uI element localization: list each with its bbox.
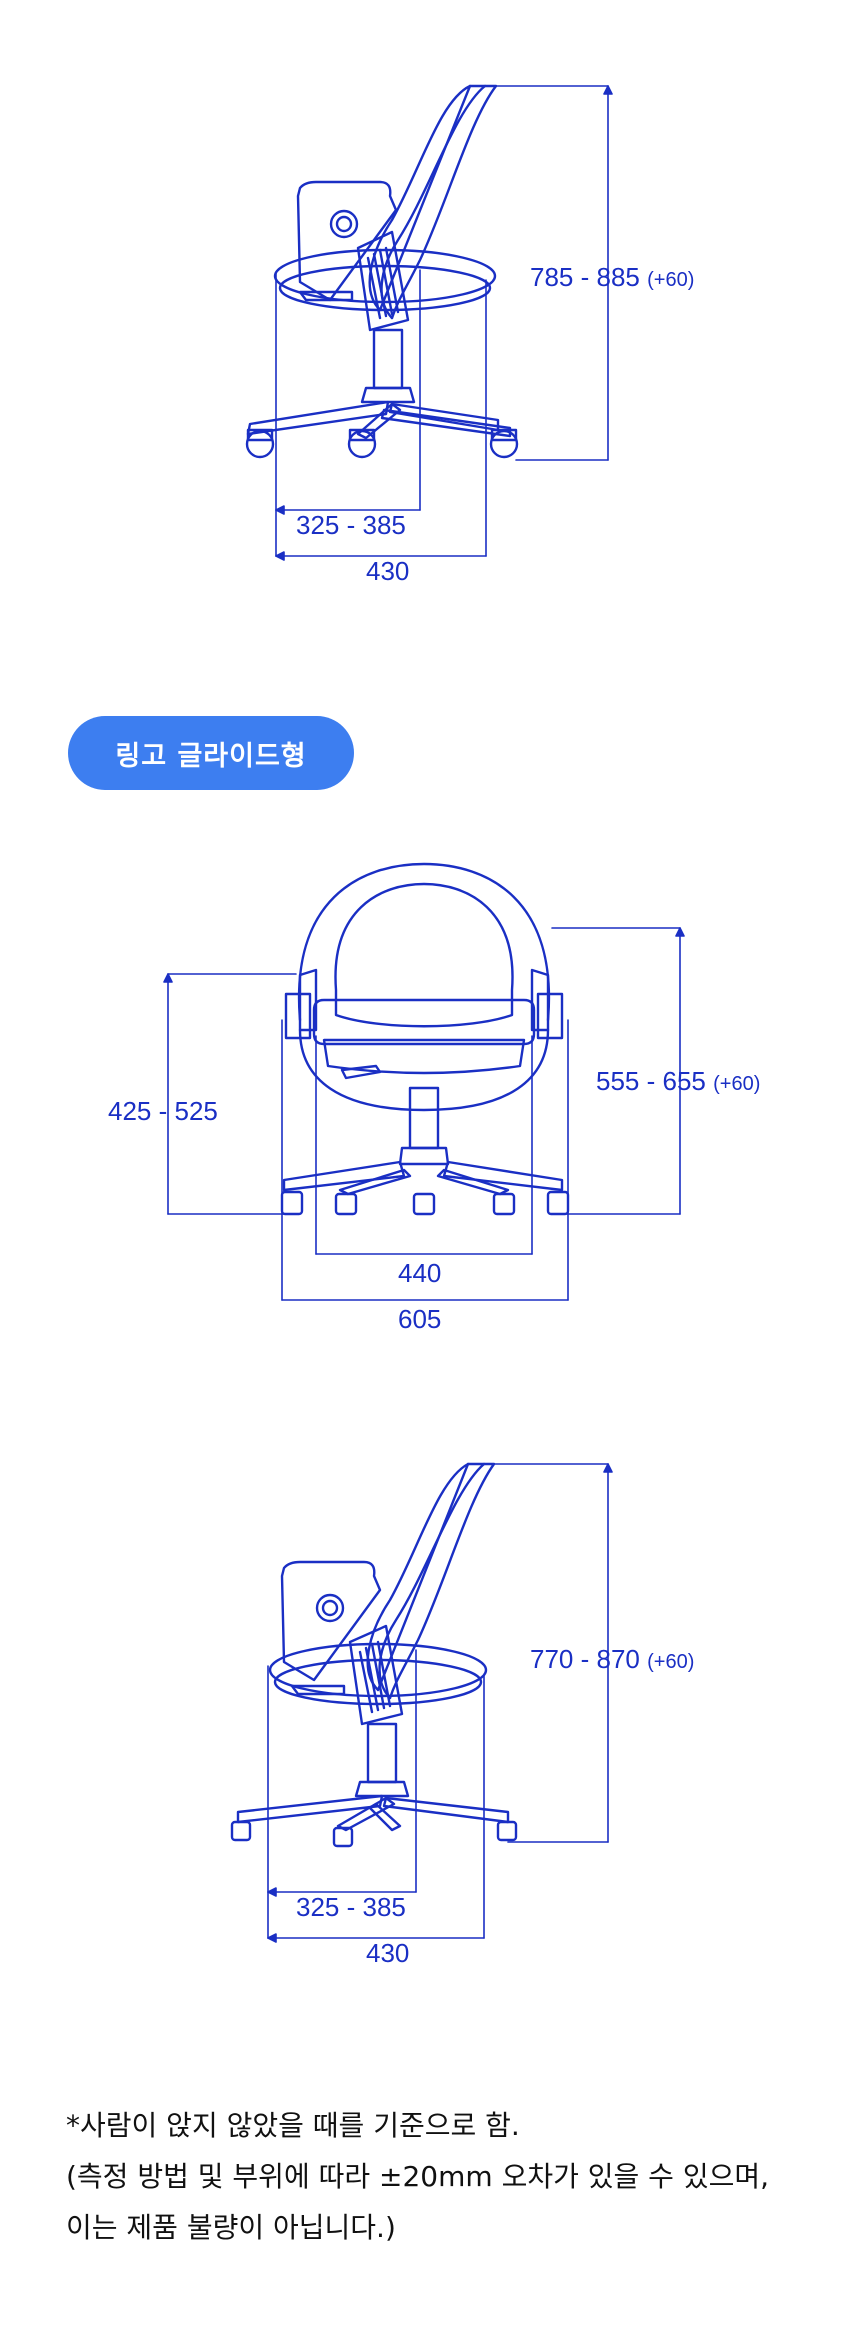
side-view-diagram-1: 785 - 885 (+60) 325 - 385 430 [0, 0, 847, 640]
gas-column [366, 1722, 398, 1784]
gas-column [372, 328, 404, 390]
model-badge: 링고 글라이드형 [68, 716, 354, 790]
backrest-shell [368, 84, 472, 312]
front-view-diagram: 425 - 525 555 - 655 (+60) 440 605 [0, 840, 847, 1360]
glide [546, 1190, 570, 1216]
note-line-2: (측정 방법 및 부위에 따라 ±20mm 오차가 있을 수 있으며, [66, 2160, 770, 2193]
caster [245, 429, 275, 459]
seat-cushion [312, 998, 536, 1046]
measurement-note: *사람이 앉지 않았을 때를 기준으로 함. (측정 방법 및 부위에 따라 ±… [66, 2100, 826, 2253]
star-base [236, 1794, 384, 1824]
height-value: 770 - 870 [530, 1644, 640, 1674]
height-extra: (+60) [647, 269, 695, 291]
armrest-pad [296, 180, 398, 302]
note-line-3: 이는 제품 불량이 아닙니다.) [66, 2211, 396, 2244]
width-label: 430 [366, 556, 410, 586]
arm-knob [329, 209, 359, 239]
armrest-left [298, 968, 318, 1032]
backrest-frame [297, 862, 551, 1022]
depth-label: 325 - 385 [296, 1892, 406, 1922]
height-label: 770 - 870 (+60) [530, 1644, 694, 1675]
glide [492, 1192, 516, 1216]
height-extra: (+60) [647, 1651, 695, 1673]
arm-knob [315, 1593, 345, 1623]
height-value: 785 - 885 [530, 262, 640, 292]
glide [230, 1820, 252, 1842]
gas-column [408, 1086, 440, 1150]
glide [412, 1192, 436, 1216]
outer-width-label: 605 [398, 1304, 442, 1334]
glide [332, 1826, 354, 1848]
glide [334, 1192, 358, 1216]
chair-side-drawing-1 [245, 84, 613, 561]
armrest-height-value: 555 - 655 [596, 1066, 706, 1096]
seat-ring [273, 248, 497, 304]
armrest-height-extra: (+60) [713, 1073, 761, 1095]
note-line-1: *사람이 앉지 않았을 때를 기준으로 함. [66, 2109, 520, 2142]
height-label: 785 - 885 (+60) [530, 262, 694, 293]
glide [280, 1190, 304, 1216]
armrest-right [530, 968, 550, 1032]
width-label: 430 [366, 1938, 410, 1968]
side-view-diagram-2: 770 - 870 (+60) 325 - 385 430 [0, 1380, 847, 2020]
depth-label: 325 - 385 [296, 510, 406, 540]
glide [496, 1820, 518, 1842]
armrest-pad [280, 1560, 382, 1682]
chair-front-drawing [163, 862, 685, 1301]
chair-side-drawing-2 [230, 1462, 613, 1943]
inner-width-label: 440 [398, 1258, 442, 1288]
armrest-height-label: 555 - 655 (+60) [596, 1066, 760, 1097]
backrest-shell [366, 1462, 470, 1692]
seat-height-label: 425 - 525 [108, 1096, 218, 1126]
